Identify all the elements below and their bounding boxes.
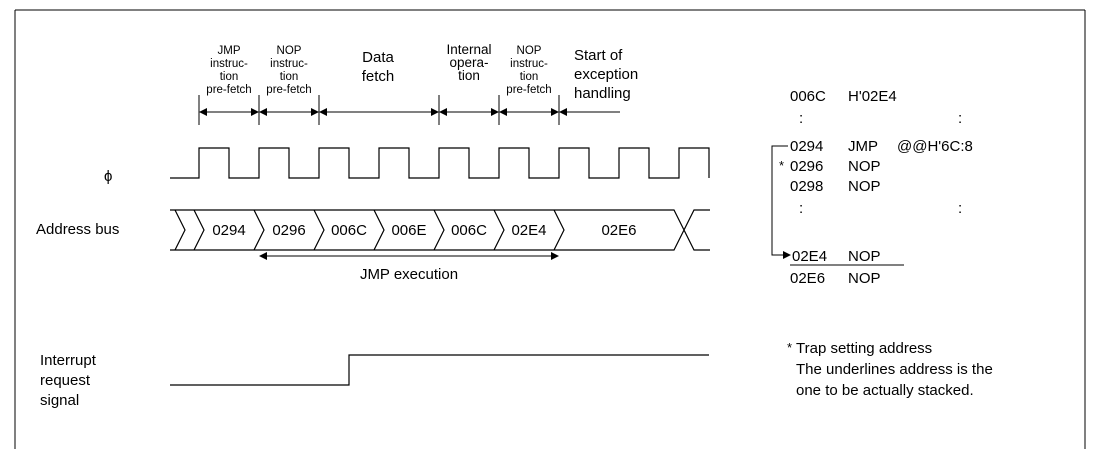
row-addr-0298: 0298: [790, 178, 823, 195]
vector-address: 006C: [790, 88, 826, 105]
stacked-addr-02e4: 02E4: [792, 248, 827, 265]
phase-label-data-fetch: Data fetch: [362, 49, 395, 85]
phase-label-internal-operation: Internal opera- tion: [446, 42, 491, 83]
svg-text:pre-fetch: pre-fetch: [506, 84, 551, 96]
svg-text:exception: exception: [574, 66, 638, 83]
interrupt-waveform: [170, 354, 709, 386]
phase-boundaries: [198, 95, 560, 125]
svg-text::: :: [958, 200, 962, 217]
address-006c-1: 006C: [331, 222, 367, 239]
svg-text:tion: tion: [520, 71, 539, 83]
svg-text:pre-fetch: pre-fetch: [266, 84, 311, 96]
phase-label-nop-prefetch-2: NOP instruc- tion pre-fetch: [506, 45, 551, 96]
svg-text:tion: tion: [280, 71, 299, 83]
address-bus-label: Address bus: [36, 221, 119, 238]
memory-map: 006C H'02E4 : : 0294 JMP @@H'6C:8 * 0296…: [771, 88, 973, 287]
svg-text:Start of: Start of: [574, 47, 623, 64]
svg-text:Data: Data: [362, 49, 394, 66]
svg-text:one to be actually stacked.: one to be actually stacked.: [796, 382, 974, 399]
trap-star: *: [779, 158, 784, 173]
svg-text:Internal: Internal: [446, 42, 491, 57]
row-op-jmp: JMP: [848, 138, 878, 155]
svg-text:signal: signal: [40, 392, 79, 409]
address-02e4: 02E4: [511, 222, 546, 239]
phase-label-jmp-prefetch: JMP instruc- tion pre-fetch: [206, 45, 251, 96]
stack-bracket: [771, 145, 788, 256]
svg-text:fetch: fetch: [362, 68, 395, 85]
svg-text:Trap setting address: Trap setting address: [796, 340, 932, 357]
svg-text:*: *: [787, 340, 792, 355]
svg-text:NOP: NOP: [277, 45, 302, 57]
svg-text::: :: [799, 110, 803, 127]
address-0294: 0294: [212, 222, 245, 239]
svg-text:instruc-: instruc-: [210, 58, 248, 70]
svg-text:The underlines address is the: The underlines address is the: [796, 361, 993, 378]
phase-label-exception-start: Start of exception handling: [574, 47, 638, 102]
stacked-addr-02e6: 02E6: [790, 270, 825, 287]
stacked-op-nop-1: NOP: [848, 248, 881, 265]
stacked-op-nop-2: NOP: [848, 270, 881, 287]
row-addr-0294: 0294: [790, 138, 823, 155]
svg-text:tion: tion: [220, 71, 239, 83]
svg-text:pre-fetch: pre-fetch: [206, 84, 251, 96]
interrupt-label: Interrupt request signal: [40, 352, 97, 409]
svg-text:tion: tion: [458, 68, 480, 83]
phi-label: ϕ: [104, 168, 112, 185]
svg-text:instruc-: instruc-: [270, 58, 308, 70]
jmp-execution-label: JMP execution: [360, 266, 458, 283]
row-op-nop-2: NOP: [848, 178, 881, 195]
svg-text:request: request: [40, 372, 91, 389]
address-bus-waveform: [170, 209, 710, 251]
phi-clock-waveform: [170, 147, 710, 179]
phase-label-nop-prefetch-1: NOP instruc- tion pre-fetch: [266, 45, 311, 96]
row-addr-0296: 0296: [790, 158, 823, 175]
address-02e6: 02E6: [601, 222, 636, 239]
address-006e: 006E: [391, 222, 426, 239]
svg-text:instruc-: instruc-: [510, 58, 548, 70]
svg-text::: :: [799, 200, 803, 217]
svg-text:NOP: NOP: [517, 45, 542, 57]
row-arg-jmp: @@H'6C:8: [897, 138, 973, 155]
svg-text:Interrupt: Interrupt: [40, 352, 97, 369]
address-006c-2: 006C: [451, 222, 487, 239]
svg-text:handling: handling: [574, 85, 631, 102]
svg-text:JMP: JMP: [218, 45, 241, 57]
svg-text:opera-: opera-: [449, 55, 488, 70]
row-op-nop-1: NOP: [848, 158, 881, 175]
svg-text::: :: [958, 110, 962, 127]
trap-note: * Trap setting address The underlines ad…: [787, 340, 993, 399]
vector-value: H'02E4: [848, 88, 897, 105]
address-0296: 0296: [272, 222, 305, 239]
